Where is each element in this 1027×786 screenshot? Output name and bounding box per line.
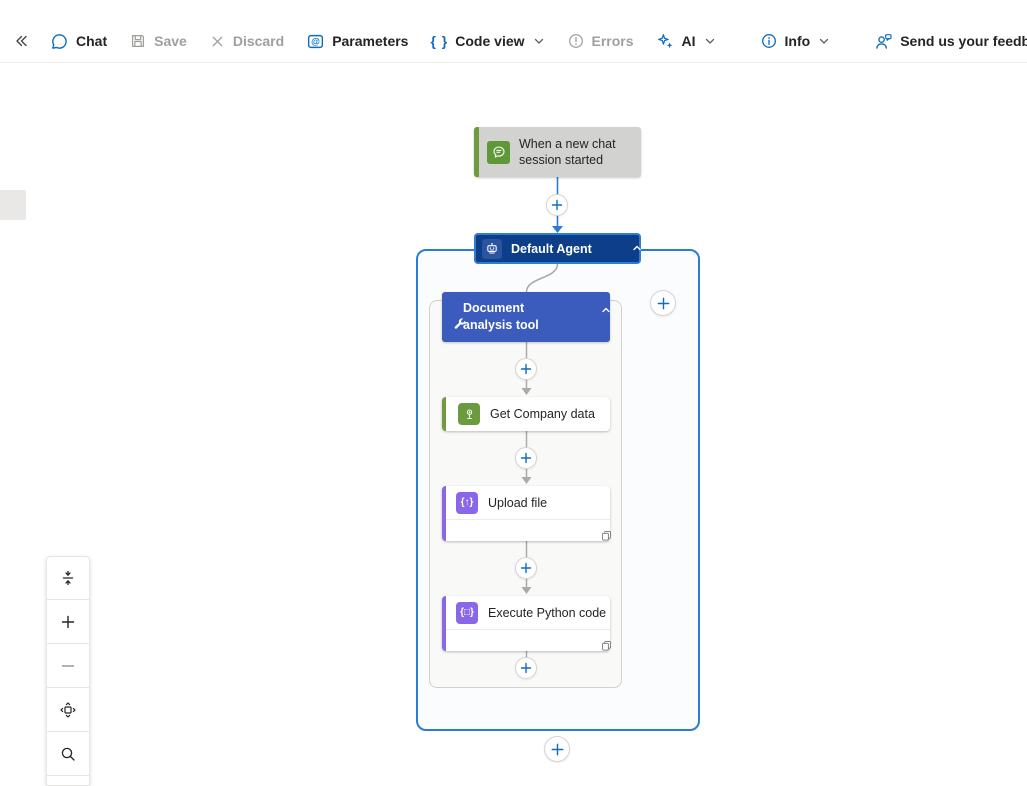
plus-icon [520,662,532,674]
chevron-down-icon[interactable] [533,35,545,47]
action-node-execute-python-code[interactable]: {□} Execute Python code [442,596,611,651]
toolbar-errors-label: Errors [591,33,634,49]
toolbar-errors-button[interactable]: Errors [567,32,634,50]
toolbar-ai-button[interactable]: AI [656,32,716,51]
trigger-title: When a new chat session started [519,137,616,167]
trigger-node-when-new-chat-session-started[interactable]: When a new chat session started [474,127,641,177]
canvas-zoom-toolbar [46,556,90,786]
toolbar-info-label: Info [784,33,811,49]
save-icon [132,34,145,48]
plus-icon [520,562,532,574]
toolbar-feedback-label: Send us your feedback [900,33,1027,49]
search-icon [61,747,75,761]
company-data-icon [458,403,480,425]
fit-view-button[interactable] [46,556,90,600]
feedback-person-icon [876,33,892,49]
action-title: Get Company data [490,407,595,421]
toolbar-save-button[interactable]: Save [129,32,187,50]
toolbar-feedback-button[interactable]: Send us your feedback [874,32,1027,51]
agent-title: Default Agent [511,241,592,256]
action-card-footer [446,519,611,541]
fit-view-icon [62,570,74,586]
toolbar-save-label: Save [154,33,187,49]
info-circle-icon [761,34,776,48]
plus-icon [520,452,532,464]
insert-step-button-after-trigger[interactable] [546,194,568,216]
pan-tool-button[interactable] [46,688,90,732]
chevron-down-icon[interactable] [818,35,830,47]
dismiss-icon [212,36,223,46]
flow-canvas[interactable]: When a new chat session started Default … [0,63,1027,786]
zoom-in-icon [61,615,75,628]
add-tool-button-right-of-tool[interactable] [650,290,676,316]
collapse-toolbar-button[interactable] [12,27,28,55]
tool-node-document-analysis-tool[interactable]: Document analysis tool [442,292,610,342]
toolbar-ai-label: AI [681,33,696,49]
action-node-upload-file[interactable]: {↑} Upload file [442,486,611,541]
zoom-out-icon [61,664,75,667]
action-title: Upload file [488,495,548,510]
toolbar-code-view-label: Code view [455,33,525,49]
agent-node-default-agent[interactable]: Default Agent [474,233,641,264]
python-code-icon: {□} [456,601,478,624]
toolbar-code-view-button[interactable]: { } Code view [430,33,544,49]
tool-title: Document analysis tool [463,301,539,332]
toolbar-parameters-label: Parameters [332,33,409,49]
error-circle-icon [568,34,583,48]
chat-icon [52,33,67,49]
toolbar-chat-label: Chat [76,33,108,49]
chat-trigger-icon [487,140,510,164]
double-chevron-left-icon [16,35,27,47]
action-title: Execute Python code [488,605,607,620]
bot-icon [482,238,502,259]
toolbar-discard-label: Discard [232,33,285,49]
insert-step-button-in-tool-scope-1[interactable] [515,358,537,380]
action-node-get-company-data[interactable]: Get Company data [442,397,610,431]
plus-icon [520,363,532,375]
insert-step-button-in-tool-scope-2[interactable] [515,447,537,469]
chevron-down-icon[interactable] [704,35,716,47]
toolbar-discard-button[interactable]: Discard [209,33,284,50]
plus-icon [551,199,563,211]
zoom-out-button[interactable] [46,644,90,688]
action-card-footer [446,629,611,651]
zoom-in-button[interactable] [46,600,90,644]
svg-text:@: @ [311,36,320,46]
plus-icon [551,743,563,755]
toolbar-chat-button[interactable]: Chat [50,32,107,51]
parameters-icon: @ [308,34,324,48]
toolbar-parameters-button[interactable]: @ Parameters [306,32,408,51]
top-toolbar: Chat Save Discard @ Parameters { } Code … [0,0,1027,63]
toolbar-info-button[interactable]: Info [760,32,831,50]
canvas-search-button[interactable] [46,732,90,776]
upload-file-icon: {↑} [456,491,478,514]
code-braces-icon: { } [430,33,449,49]
collapsed-panel-handle[interactable] [0,190,26,220]
plus-icon [657,297,669,309]
ai-sparkle-icon [657,33,673,48]
insert-step-button-after-agent[interactable] [544,736,570,762]
insert-step-button-end-of-tool-scope[interactable] [515,657,537,679]
insert-step-button-in-tool-scope-3[interactable] [515,557,537,579]
pan-icon [60,701,76,718]
